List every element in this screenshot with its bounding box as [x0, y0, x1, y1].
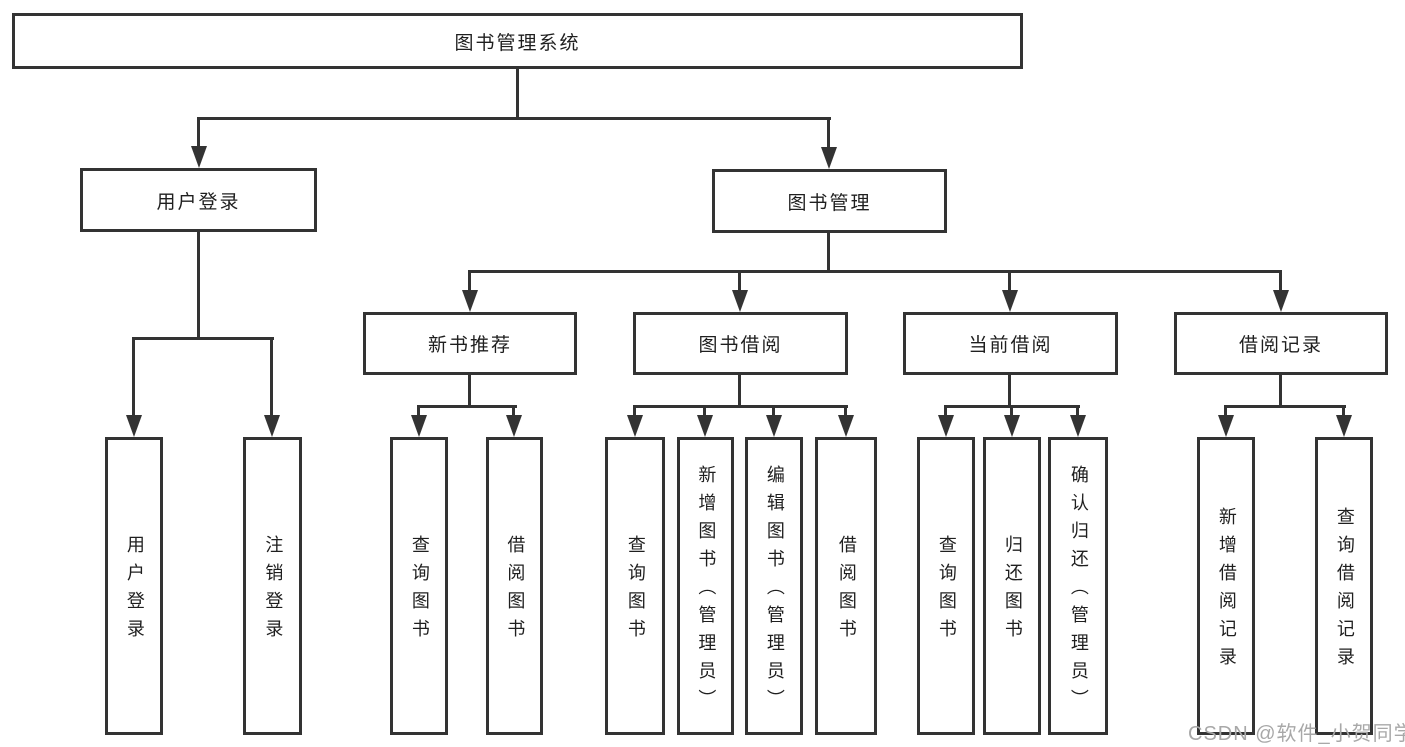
arrow-down-icon	[1070, 415, 1086, 437]
leaf-user-login-label: 用户登录	[124, 535, 145, 647]
watermark: CSDN @软件_小贺同学	[1188, 723, 1405, 745]
connector-line	[468, 270, 471, 294]
leaf-bb-query-book: 查询图书	[605, 437, 665, 735]
leaf-br-query-record: 查询借阅记录	[1315, 437, 1373, 735]
connector-line	[1224, 405, 1346, 408]
connector-line	[1076, 405, 1079, 419]
leaf-bb-query-book-label: 查询图书	[625, 535, 646, 647]
leaf-cb-query-book-label: 查询图书	[936, 535, 957, 647]
node-root: 图书管理系统	[12, 13, 1023, 69]
connector-line	[197, 117, 831, 120]
leaf-bb-borrow-book-label: 借阅图书	[836, 535, 857, 647]
connector-line	[827, 232, 830, 273]
leaf-nbr-borrow-book: 借阅图书	[486, 437, 543, 735]
node-user-login-label: 用户登录	[156, 191, 241, 213]
leaf-nbr-query-book-label: 查询图书	[409, 535, 430, 647]
connector-line	[197, 117, 200, 147]
arrow-down-icon	[462, 290, 478, 312]
connector-line	[738, 374, 741, 408]
arrow-down-icon	[1336, 415, 1352, 437]
connector-line	[844, 405, 847, 419]
connector-line	[703, 405, 706, 419]
node-current-borrow: 当前借阅	[903, 312, 1118, 375]
leaf-logout: 注销登录	[243, 437, 302, 735]
leaf-user-login: 用户登录	[105, 437, 163, 735]
connector-line	[944, 405, 947, 419]
node-borrow-record: 借阅记录	[1174, 312, 1388, 375]
connector-line	[633, 405, 848, 408]
leaf-bb-add-book-admin: 新增图书（管理员）	[677, 437, 734, 735]
leaf-nbr-borrow-book-label: 借阅图书	[505, 535, 526, 647]
leaf-cb-confirm-return-admin: 确认归还（管理员）	[1048, 437, 1108, 735]
connector-line	[1008, 374, 1011, 408]
connector-line	[132, 337, 135, 417]
connector-line	[197, 231, 200, 340]
node-root-label: 图书管理系统	[454, 32, 581, 54]
leaf-bb-edit-book-admin: 编辑图书（管理员）	[745, 437, 803, 735]
arrow-down-icon	[766, 415, 782, 437]
node-borrow-record-label: 借阅记录	[1238, 335, 1323, 356]
node-current-borrow-label: 当前借阅	[968, 335, 1053, 356]
arrow-down-icon	[126, 415, 142, 437]
leaf-bb-borrow-book: 借阅图书	[815, 437, 877, 735]
leaf-br-add-record-label: 新增借阅记录	[1216, 507, 1237, 675]
leaf-logout-label: 注销登录	[263, 535, 284, 647]
arrow-down-icon	[191, 146, 207, 168]
connector-line	[512, 405, 515, 419]
connector-line	[417, 405, 420, 419]
node-user-login: 用户登录	[80, 168, 317, 232]
connector-line	[1010, 405, 1013, 419]
arrow-down-icon	[1004, 415, 1020, 437]
leaf-nbr-query-book: 查询图书	[390, 437, 448, 735]
leaf-cb-query-book: 查询图书	[917, 437, 975, 735]
connector-line	[827, 117, 830, 148]
leaf-br-query-record-label: 查询借阅记录	[1334, 507, 1355, 675]
arrow-down-icon	[264, 415, 280, 437]
connector-line	[1279, 270, 1282, 294]
arrow-down-icon	[821, 147, 837, 169]
connector-line	[738, 270, 741, 294]
leaf-bb-add-book-admin-label: 新增图书（管理员）	[696, 465, 717, 717]
node-new-book-recommend-label: 新书推荐	[427, 335, 512, 356]
connector-line	[1224, 405, 1227, 419]
arrow-down-icon	[506, 415, 522, 437]
connector-line	[1008, 270, 1011, 294]
leaf-cb-return-book-label: 归还图书	[1002, 535, 1023, 647]
arrow-down-icon	[1273, 290, 1289, 312]
arrow-down-icon	[411, 415, 427, 437]
arrow-down-icon	[1218, 415, 1234, 437]
leaf-cb-confirm-return-admin-label: 确认归还（管理员）	[1068, 465, 1089, 717]
arrow-down-icon	[938, 415, 954, 437]
arrow-down-icon	[838, 415, 854, 437]
connector-line	[468, 270, 1282, 273]
leaf-cb-return-book: 归还图书	[983, 437, 1041, 735]
arrow-down-icon	[627, 415, 643, 437]
node-book-borrow-label: 图书借阅	[698, 335, 783, 356]
connector-line	[633, 405, 636, 419]
arrow-down-icon	[697, 415, 713, 437]
connector-line	[417, 405, 517, 408]
leaf-bb-edit-book-admin-label: 编辑图书（管理员）	[764, 465, 785, 717]
node-book-borrow: 图书借阅	[633, 312, 848, 375]
arrow-down-icon	[1002, 290, 1018, 312]
node-book-management: 图书管理	[712, 169, 947, 233]
connector-line	[132, 337, 274, 340]
arrow-down-icon	[732, 290, 748, 312]
connector-line	[468, 374, 471, 408]
connector-line	[516, 69, 519, 119]
connector-line	[1279, 374, 1282, 408]
connector-line	[772, 405, 775, 419]
leaf-br-add-record: 新增借阅记录	[1197, 437, 1255, 735]
node-new-book-recommend: 新书推荐	[363, 312, 577, 375]
connector-line	[270, 337, 273, 417]
connector-line	[1342, 405, 1345, 419]
node-book-management-label: 图书管理	[787, 192, 872, 214]
